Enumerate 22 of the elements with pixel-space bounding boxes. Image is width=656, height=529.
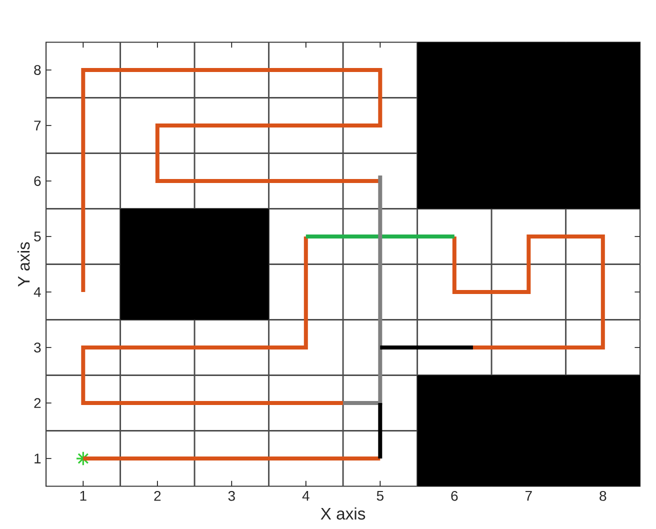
tick-label: 2 [34, 398, 41, 408]
tick-label: 4 [302, 491, 310, 501]
axis-title: Y axis [17, 242, 30, 287]
obstacle [417, 375, 640, 486]
tick-label: 2 [154, 490, 161, 501]
tick-label: 8 [34, 65, 41, 75]
tick-label: 8 [600, 490, 606, 501]
tick-label: 1 [80, 491, 86, 501]
tick-label: 6 [34, 176, 41, 186]
axis-title: X axis [320, 507, 366, 520]
obstacle [417, 42, 640, 209]
tick-label: 5 [376, 491, 384, 501]
tick-label: 3 [228, 490, 235, 501]
tick-label: 7 [525, 491, 532, 501]
tick-label: 5 [34, 232, 41, 242]
tick-label: 4 [34, 287, 41, 297]
tick-label: 6 [451, 490, 458, 501]
start-marker [76, 451, 91, 466]
tick-label: 7 [34, 120, 41, 130]
obstacle [120, 208, 269, 320]
tick-label: 1 [34, 454, 41, 464]
tick-label: 3 [34, 342, 41, 352]
